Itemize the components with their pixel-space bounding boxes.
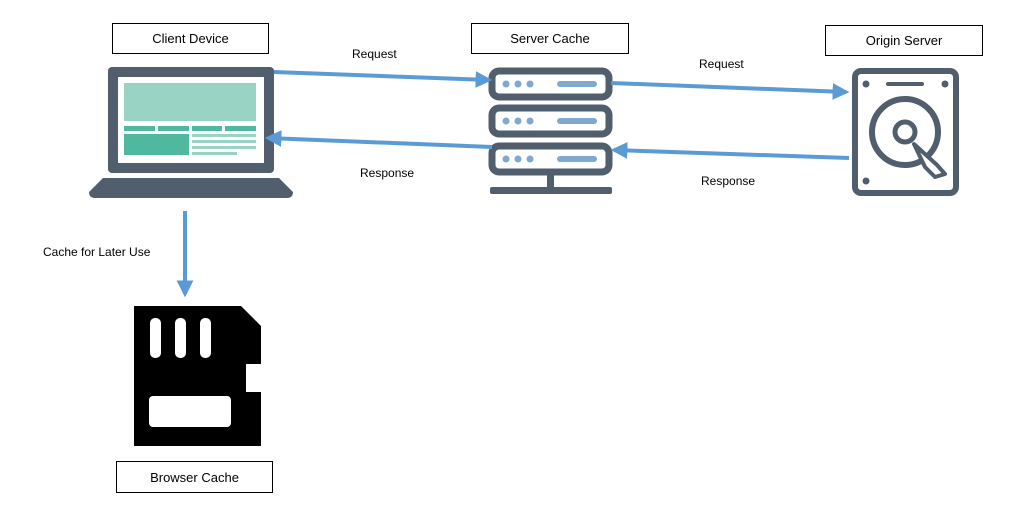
- server-cache-label-box: Server Cache: [471, 23, 629, 54]
- edge-label-client-to-cache: Request: [352, 47, 397, 61]
- edge-label-origin-to-cache: Response: [701, 174, 756, 188]
- server-rack-icon: [488, 67, 613, 194]
- arrow-cache-to-client: [264, 130, 493, 149]
- edge-label-client-to-browser: Cache for Later Use: [43, 245, 151, 259]
- server-cache-label: Server Cache: [510, 31, 590, 46]
- sd-card-icon: [134, 306, 261, 446]
- edge-label-cache-to-origin: Request: [699, 57, 744, 71]
- client-device-label: Client Device: [152, 31, 229, 46]
- hard-drive-icon: [852, 68, 959, 196]
- origin-server-label-box: Origin Server: [825, 25, 983, 56]
- browser-cache-label-box: Browser Cache: [116, 461, 273, 493]
- arrow-cache-to-origin: [610, 81, 850, 100]
- arrow-client-to-cache: [273, 70, 493, 88]
- edge-label-cache-to-client: Response: [360, 166, 415, 180]
- origin-server-label: Origin Server: [865, 33, 943, 48]
- laptop-icon: [89, 67, 293, 198]
- arrow-origin-to-cache: [610, 142, 850, 160]
- client-device-label-box: Client Device: [112, 23, 269, 54]
- browser-cache-label: Browser Cache: [150, 469, 239, 485]
